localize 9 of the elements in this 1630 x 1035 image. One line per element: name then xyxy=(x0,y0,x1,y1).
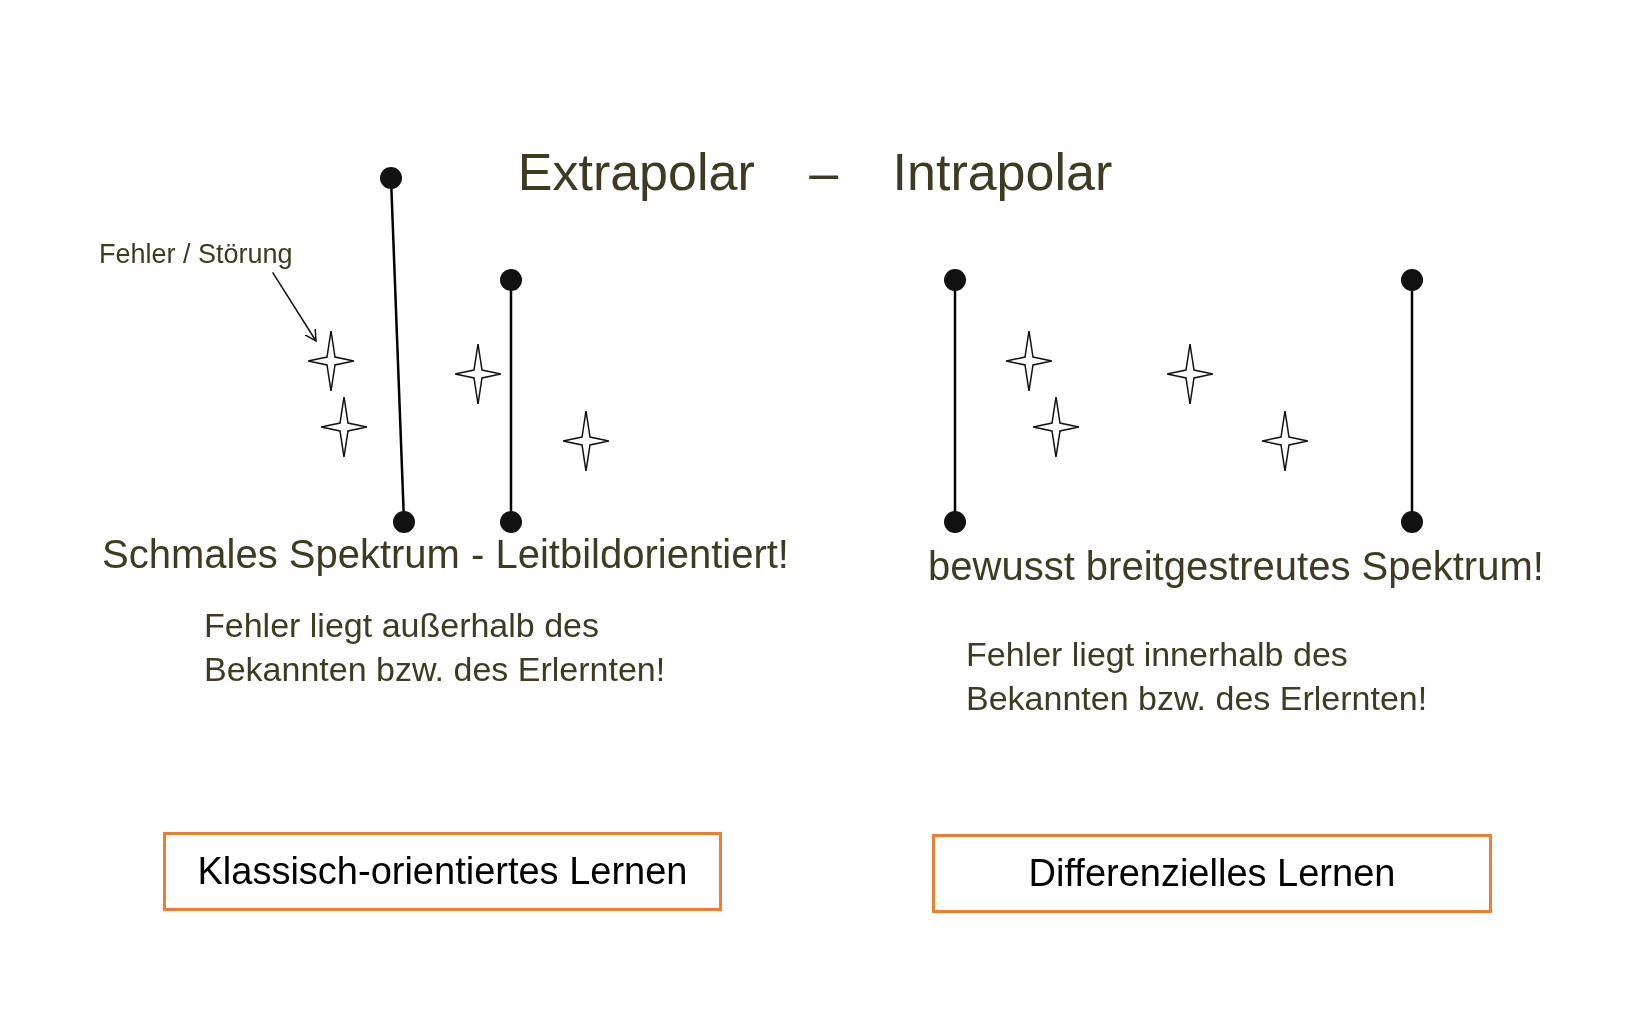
leader-arrow xyxy=(271,271,317,342)
annotation-text: Fehler / Störung xyxy=(99,238,293,271)
title: Extrapolar – Intrapolar xyxy=(516,142,1114,202)
text-label: Schmales Spektrum - Leitbildorientiert! xyxy=(102,531,789,578)
text-label: Fehler liegt innerhalb des Bekannten bzw. des Erlernten! xyxy=(966,634,1429,720)
outlined-box: Klassisch-orientiertes Lernen xyxy=(163,832,722,911)
outlined-box: Differenzielles Lernen xyxy=(932,834,1492,913)
text-label: bewusst breitgestreutes Spektrum! xyxy=(928,543,1544,590)
text-label: Fehler liegt außerhalb des Bekannten bzw. des Erlernten! xyxy=(204,605,667,691)
